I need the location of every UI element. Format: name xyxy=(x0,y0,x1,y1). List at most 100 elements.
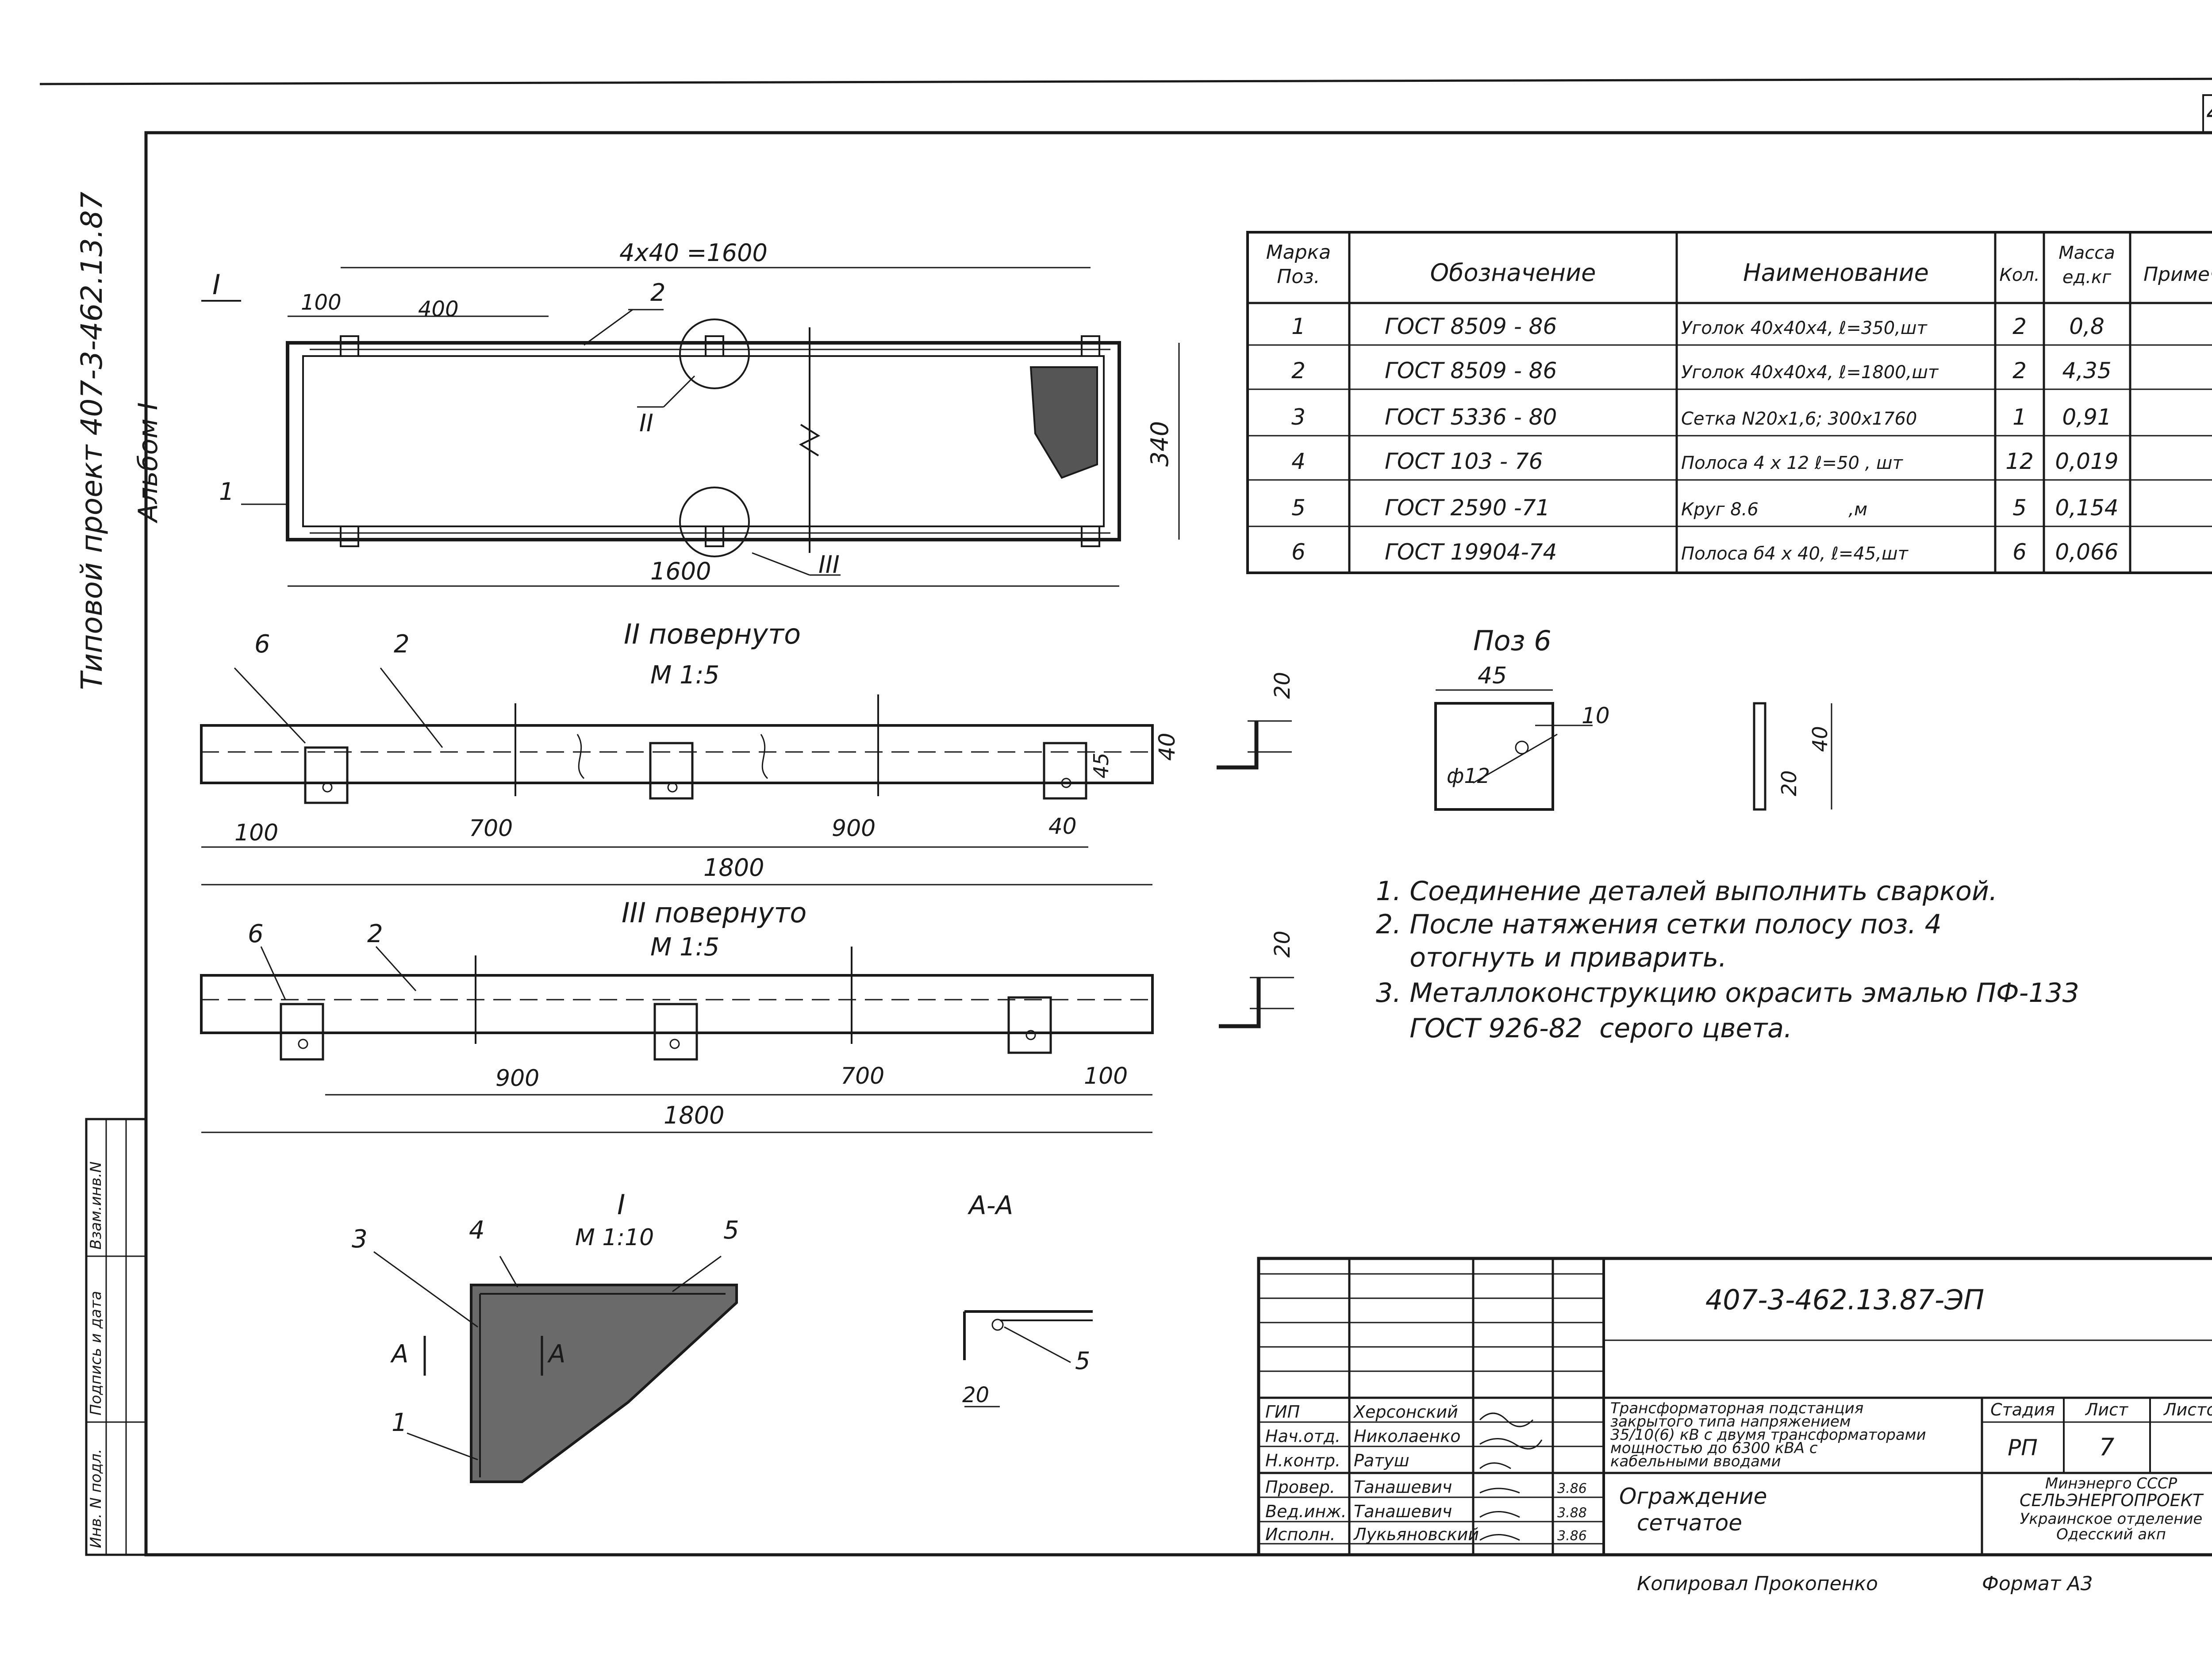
view-II: II повернуто М 1:5 6 2 100 700 900 40 45… xyxy=(200,618,1295,886)
detail-circle-II xyxy=(679,318,750,389)
header-name: Наименование xyxy=(1743,259,1929,287)
plan-mark-II: II xyxy=(639,409,653,437)
sheet-label: Лист xyxy=(2085,1400,2129,1419)
plan-dim-100: 100 xyxy=(301,290,342,315)
view-III-mark-6: 6 xyxy=(248,920,264,948)
view-III-scale: М 1:5 xyxy=(650,933,719,962)
project-name-line: кабельными вводами xyxy=(1610,1453,1781,1470)
format-label: Формат А3 xyxy=(1982,1572,2093,1595)
cell-qty: 1 xyxy=(2012,404,2027,430)
table-row: 5 ГОСТ 2590 -71 Круг 8.6 ,м 5 0,154 xyxy=(1291,495,2118,521)
pos6-detail: Поз 6 45 10 ф12 40 20 xyxy=(1434,625,1832,811)
stage-label: Стадия xyxy=(1990,1400,2055,1419)
role-name: Лукьяновский xyxy=(1353,1525,1479,1544)
header-mass-2: ед.кг xyxy=(2062,267,2112,288)
sheet-top-edge xyxy=(39,77,2212,85)
view-III-dim-900: 900 xyxy=(495,1065,539,1092)
role-name: Танашевич xyxy=(1354,1502,1452,1521)
view-III-dim-700: 700 xyxy=(841,1063,884,1089)
header-mark-1: Марка xyxy=(1266,241,1331,264)
detail-I-mark-5: 5 xyxy=(723,1216,739,1245)
section-AA-title: А-А xyxy=(967,1190,1013,1220)
header-mark-2: Поз. xyxy=(1277,265,1320,288)
pos6-dim-40: 40 xyxy=(1808,726,1832,752)
drawing-name-line: Ограждение xyxy=(1619,1484,1767,1509)
note-line: отогнуть и приварить. xyxy=(1376,942,1727,973)
view-II-dim-40b: 40 xyxy=(1154,732,1180,761)
role-label: Нач.отд. xyxy=(1265,1427,1340,1446)
plan-dim-400: 400 xyxy=(418,297,459,322)
project-name-line: закрытого типа напряжением xyxy=(1610,1413,1851,1430)
note-line: 1. Соединение деталей выполнить сваркой. xyxy=(1376,876,1997,907)
copied-by: Копировал Прокопенко xyxy=(1637,1572,1878,1595)
pos6-dim-hole: ф12 xyxy=(1447,764,1490,788)
cell-pos: 2 xyxy=(1291,358,1306,383)
org-line: Одесский акп xyxy=(2056,1526,2166,1543)
detail-I-title: I xyxy=(617,1189,625,1221)
mesh-hatch xyxy=(470,1284,738,1483)
title-block: 407-3-462.13.87-ЭП Трансформаторная подс… xyxy=(1257,1257,2212,1557)
cell-pos: 3 xyxy=(1291,404,1306,430)
header-note: Примеч. xyxy=(2143,263,2212,286)
role-name: Танашевич xyxy=(1354,1477,1452,1497)
cell-code: ГОСТ 2590 -71 xyxy=(1385,495,1550,521)
view-II-dim-45: 45 xyxy=(1089,752,1113,778)
header-designation: Обозначение xyxy=(1430,259,1596,287)
view-III-dim-100: 100 xyxy=(1084,1063,1128,1089)
note-line: 3. Металлоконструкцию окрасить эмалью ПФ… xyxy=(1376,978,2079,1009)
cell-mass: 0,91 xyxy=(2062,404,2111,430)
stage-value: РП xyxy=(2008,1435,2038,1461)
section-AA-dim-20: 20 xyxy=(962,1383,989,1407)
plan-view: I 1 2 II III 4x40 =1600 100 400 340 1600 xyxy=(201,239,1180,587)
view-III-title: III повернуто xyxy=(622,897,806,929)
org-line: Украинское отделение xyxy=(2020,1510,2203,1528)
cell-mass: 4,35 xyxy=(2062,358,2111,383)
section-AA-mark-5: 5 xyxy=(1075,1347,1090,1375)
org-line: Минэнерго СССР xyxy=(2045,1475,2177,1492)
table-row: 6 ГОСТ 19904-74 Полоса б4 x 40, ℓ=45,шт … xyxy=(1291,539,2118,565)
plan-dim-340: 340 xyxy=(1146,421,1174,467)
signature xyxy=(1479,1412,1534,1427)
view-II-dim-40a: 40 xyxy=(1048,813,1077,839)
role-label: Исполн. xyxy=(1265,1525,1336,1544)
cell-name: Круг 8.6 ,м xyxy=(1681,499,1867,520)
cell-name: Сетка N20x1,6; 300x1760 xyxy=(1681,409,1917,429)
project-name-line: мощностью до 6300 кВА с xyxy=(1610,1439,1818,1457)
cell-name: Уголок 40x40x4, ℓ=1800,шт xyxy=(1681,362,1939,383)
page-number: 48 xyxy=(2206,97,2212,128)
cell-qty: 6 xyxy=(2012,539,2027,565)
cell-name: Полоса 4 x 12 ℓ=50 , шт xyxy=(1681,453,1904,473)
frame-inner xyxy=(302,355,1105,527)
detail-I-mark-3: 3 xyxy=(352,1225,368,1254)
role-name: Николаенко xyxy=(1354,1427,1460,1446)
detail-I-scale: М 1:10 xyxy=(575,1224,654,1251)
doc-code: 407-3-462.13.87-ЭП xyxy=(1705,1284,1984,1316)
plan-mark-1: 1 xyxy=(219,478,234,506)
cell-pos: 4 xyxy=(1291,449,1306,474)
note-line: 2. После натяжения сетки полосу поз. 4 xyxy=(1376,909,1942,940)
cell-qty: 12 xyxy=(2005,449,2034,474)
pos6-dim-10: 10 xyxy=(1582,703,1610,729)
view-II-mark-6: 6 xyxy=(254,630,270,659)
role-date: 3.88 xyxy=(1557,1505,1587,1521)
cell-mass: 0,019 xyxy=(2055,449,2118,474)
cell-mass: 0,066 xyxy=(2055,539,2118,565)
left-stamp-columns: Инв. N подл. Подпись и дата Взам.инв.N xyxy=(85,1118,147,1556)
frame-outer xyxy=(286,341,1121,541)
side-project-label: Типовой проект 407-3-462.13.87 xyxy=(75,192,109,690)
plan-mark-III: III xyxy=(818,551,840,579)
cell-code: ГОСТ 5336 - 80 xyxy=(1385,404,1557,430)
pos6-dim-20: 20 xyxy=(1777,770,1801,796)
table-row: 1 ГОСТ 8509 - 86 Уголок 40x40x4, ℓ=350,ш… xyxy=(1291,314,2104,339)
plan-mark-2: 2 xyxy=(650,279,665,307)
stamp-sign-label: Подпись и дата xyxy=(87,1291,105,1415)
cell-name: Полоса б4 x 40, ℓ=45,шт xyxy=(1681,544,1909,564)
view-II-title: II повернуто xyxy=(624,618,801,650)
cell-code: ГОСТ 19904-74 xyxy=(1385,539,1557,565)
signature xyxy=(1479,1511,1520,1518)
sheets-label: Листов xyxy=(2163,1400,2212,1419)
table-row: 3 ГОСТ 5336 - 80 Сетка N20x1,6; 300x1760… xyxy=(1291,404,2112,430)
view-III: III повернуто М 1:5 6 2 900 700 100 1800… xyxy=(200,897,1295,1133)
stamp-replace-label: Взам.инв.N xyxy=(87,1162,105,1250)
